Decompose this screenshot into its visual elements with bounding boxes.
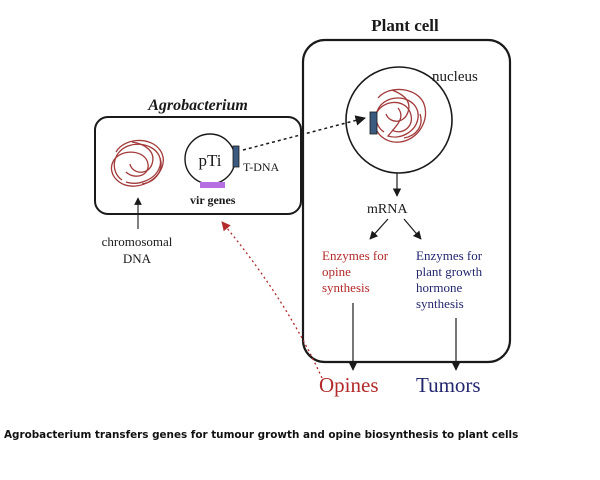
mrna-label: mRNA xyxy=(367,202,408,217)
plant-cell-title: Plant cell xyxy=(371,16,439,35)
nucleus-dna-coil xyxy=(373,88,427,143)
mrna-to-growth-enzymes-arrow xyxy=(403,218,422,240)
plant-cell-outline xyxy=(301,38,512,364)
chromosomal-dna-coil xyxy=(110,139,164,187)
agrobacterium-title: Agrobacterium xyxy=(147,97,248,114)
agrobacterium-outline xyxy=(94,116,302,215)
enzymes-growth-line1: Enzymes for xyxy=(416,248,483,263)
chromosomal-label-line2: DNA xyxy=(123,251,152,266)
plasmid-tdna-segment xyxy=(232,145,240,168)
nucleus-circle xyxy=(345,66,453,174)
chromosomal-label-line1: chromosomal xyxy=(102,234,173,249)
nucleus-tdna-segment xyxy=(369,111,378,135)
tdna-label: T-DNA xyxy=(243,160,280,174)
enzymes-opine-line3: synthesis xyxy=(322,280,370,295)
enzymes-growth-line3: hormone xyxy=(416,280,462,295)
opines-feedback-arrow xyxy=(221,221,323,379)
mrna-to-opine-enzymes-arrow xyxy=(369,218,389,240)
enzymes-growth-line4: synthesis xyxy=(416,296,464,311)
enzymes-growth-line2: plant growth xyxy=(416,264,483,279)
figure-caption: Agrobacterium transfers genes for tumour… xyxy=(4,429,519,441)
opines-label: Opines xyxy=(319,373,379,397)
enzymes-opine-line1: Enzymes for xyxy=(322,248,389,263)
pti-label: pTi xyxy=(198,151,221,170)
nucleus-label: nucleus xyxy=(432,69,478,85)
vir-genes-label: vir genes xyxy=(190,193,236,207)
vir-genes-segment xyxy=(200,182,225,188)
enzymes-opine-line2: opine xyxy=(322,264,351,279)
tumors-label: Tumors xyxy=(416,373,481,397)
